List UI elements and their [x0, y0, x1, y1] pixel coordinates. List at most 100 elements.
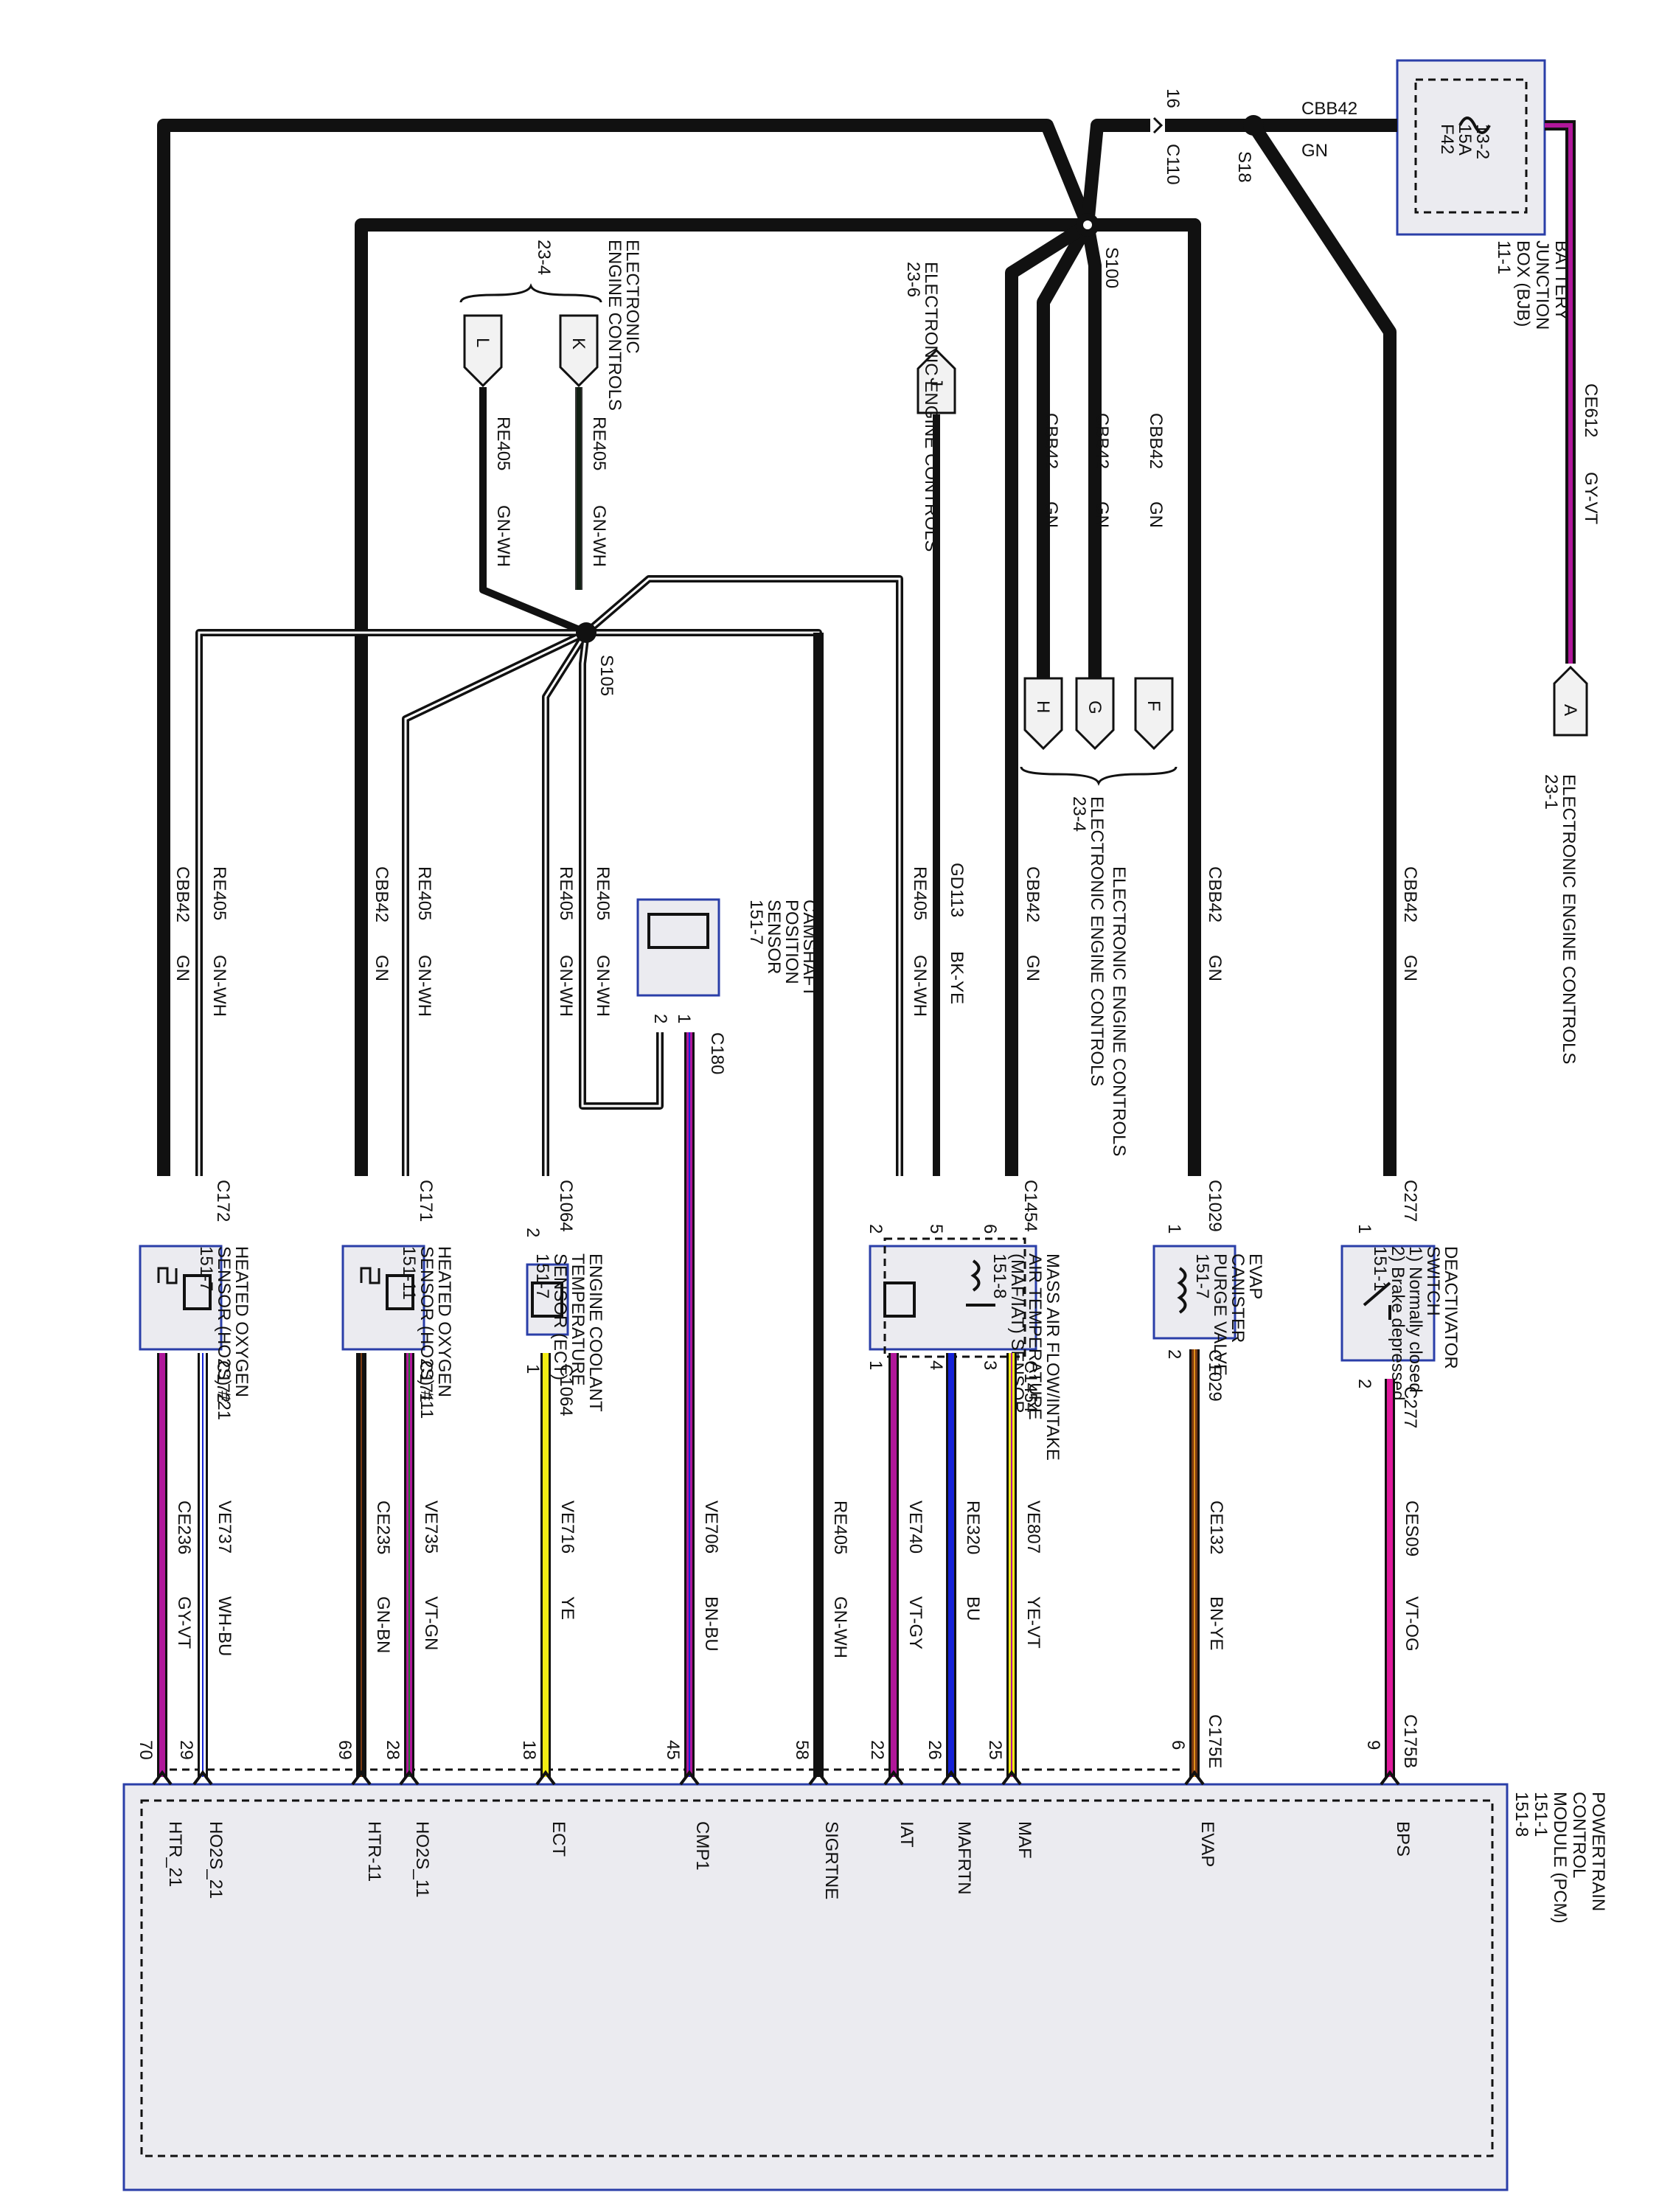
pcm-signal-maf: MAF [1015, 1821, 1034, 1859]
svg-text:151-7: 151-7 [196, 1246, 216, 1291]
c1454-pin6: 6 [980, 1224, 1000, 1234]
fgh-ref: ELECTRONIC ENGINE CONTROLS 23-4 [1069, 796, 1107, 1086]
maf-thermistor-icon [883, 1281, 916, 1318]
svg-text:HEATED OXYGEN: HEATED OXYGEN [232, 1246, 251, 1397]
svg-text:15A: 15A [1455, 124, 1475, 156]
svg-text:1) Normally closed: 1) Normally closed [1405, 1246, 1425, 1393]
c175e-label: C175E [1205, 1714, 1225, 1768]
svg-text:151-7: 151-7 [1192, 1253, 1212, 1298]
c277-top-label: C277 [1400, 1180, 1420, 1222]
c180-label: C180 [707, 1032, 727, 1074]
pcm-pin-arrow-icon [351, 1770, 372, 1786]
wire-htr-11-color: GN-BN [373, 1596, 393, 1653]
c277-pin1: 1 [1354, 1224, 1374, 1234]
svg-text:ELECTRONIC ENGINE CONTROLS: ELECTRONIC ENGINE CONTROLS [1087, 796, 1107, 1086]
s105-branches [195, 575, 903, 1176]
pcm-pin-arrow-icon [535, 1770, 556, 1786]
wire-maf-rtn-color: GN-WH [910, 955, 930, 1017]
svg-text:23-1: 23-1 [1541, 774, 1561, 810]
svg-text:GY-VT: GY-VT [1581, 472, 1601, 524]
wire-evap-feed-circuit: CBB42 [1205, 866, 1225, 922]
svg-text:SENSOR (HO2S) #11: SENSOR (HO2S) #11 [417, 1246, 437, 1419]
maf-coil-icon [966, 1259, 995, 1307]
svg-text:ELECTRONIC ENGINE CONTROLS: ELECTRONIC ENGINE CONTROLS [1559, 774, 1579, 1064]
wire-ect-rtn-color: GN-WH [556, 955, 576, 1017]
top-wire-color: GN [1301, 141, 1328, 161]
c1454-pin3: 3 [980, 1360, 1000, 1370]
svg-text:F42: F42 [1437, 124, 1457, 154]
connector-a-letter: A [1560, 704, 1580, 716]
ho2s21-box [139, 1245, 223, 1351]
wire-re405-l [479, 387, 588, 636]
pcm-pin-45: 45 [663, 1740, 683, 1760]
svg-text:23-4: 23-4 [1069, 796, 1089, 832]
top-wire-circuit: CBB42 [1301, 99, 1357, 119]
pcm-signal-ho2s_21: HO2S_21 [206, 1821, 226, 1899]
wire-bps-feed-color: GN [1400, 955, 1420, 981]
wire-htr_21-circuit: CE236 [174, 1500, 194, 1554]
pcm-pin-70: 70 [136, 1740, 156, 1760]
wire-h-color: GN [1041, 501, 1061, 528]
pcm-inner-dashed [140, 1799, 1494, 2157]
connector-g-icon [1075, 677, 1115, 751]
s18-label: S18 [1234, 151, 1254, 183]
wire-cmp-rtn-circuit: RE405 [593, 866, 613, 920]
c277-pin2: 2 [1354, 1379, 1374, 1388]
evap-valve-box [1152, 1245, 1237, 1340]
svg-text:151-8: 151-8 [990, 1253, 1009, 1298]
wire-maf-feed-circuit: CBB42 [1023, 866, 1043, 922]
wire-bps-circuit: CES09 [1402, 1500, 1422, 1557]
connector-g-letter: G [1085, 700, 1105, 714]
wire-mafrtn-circuit: RE320 [963, 1500, 983, 1554]
wire-ho2s11-feed-circuit: CBB42 [372, 866, 392, 922]
wire-ho2s_21-color: WH-BU [215, 1596, 234, 1656]
ect-sensor-label: ENGINE COOLANT TEMPERATURE SENSOR (ECT) … [532, 1253, 605, 1412]
wire-gd113-circuit: GD113 [947, 863, 967, 917]
wire-maf-color: YE-VT [1023, 1596, 1043, 1649]
svg-text:JUNCTION: JUNCTION [1532, 240, 1552, 330]
svg-text:151-8: 151-8 [1512, 1792, 1531, 1837]
kl-ref: ELECTRONIC ENGINE CONTROLS [605, 240, 642, 411]
s105-label: S105 [597, 655, 616, 696]
wire-ho2s11-feed-color: GN [372, 955, 392, 981]
ect-thermistor-icon [531, 1281, 563, 1318]
svg-text:AIR TEMPERATURE: AIR TEMPERATURE [1025, 1253, 1045, 1420]
cmp-sensor-element-icon [647, 913, 709, 949]
splice-s105 [576, 622, 597, 643]
ho2s21-element-icon [183, 1274, 212, 1310]
brace-kl-icon [459, 283, 602, 303]
wire-top-loop [157, 119, 1094, 1176]
pcm-pin-9: 9 [1363, 1740, 1383, 1750]
pcm-box [122, 1783, 1509, 2191]
wire-ect-rtn-circuit: RE405 [556, 866, 576, 920]
wire-s100-h [1037, 221, 1093, 678]
connector-f-letter: F [1144, 700, 1164, 712]
pcm-pin-22: 22 [867, 1740, 887, 1760]
wire-l-circuit: RE405 [493, 417, 513, 470]
wire-evap-circuit: CE132 [1206, 1500, 1226, 1554]
connector-h-letter: H [1033, 700, 1053, 713]
wire-ect-circuit: VE716 [557, 1500, 577, 1554]
wire-ho2s_11-circuit: VE735 [421, 1500, 441, 1554]
pcm-pin-25: 25 [985, 1740, 1005, 1760]
wire-ect-color: YE [557, 1596, 577, 1620]
wire-ce612-stripe [1545, 123, 1573, 664]
c172-bottom-label: C172 [213, 1360, 233, 1402]
svg-text:PURGE VALVE: PURGE VALVE [1210, 1253, 1230, 1376]
svg-text:2) Brake depressed: 2) Brake depressed [1388, 1246, 1408, 1400]
svg-text:POSITION: POSITION [782, 900, 801, 984]
bjb-label: BATTERY JUNCTION BOX (BJB) 11-1 [1494, 240, 1571, 330]
pcm-signal-bps: BPS [1393, 1821, 1413, 1857]
pcm-pin-58: 58 [792, 1740, 812, 1760]
pcm-pin-arrow-icon [1380, 1770, 1400, 1786]
svg-text:SENSOR: SENSOR [764, 900, 784, 974]
pcm-pin-arrow-icon [152, 1770, 173, 1786]
c1454-top-label: C1454 [1020, 1180, 1040, 1232]
wire-ho2s21-feed-circuit: CBB42 [173, 866, 192, 922]
wire-iat-color: VT-GY [905, 1596, 925, 1649]
wire-sigrtne-color: GN-WH [830, 1596, 850, 1658]
wire-k-color: GN-WH [589, 505, 609, 567]
wire-gd113-color: BK-YE [947, 951, 967, 1004]
wire-f-color: GN [1146, 501, 1166, 528]
svg-text:ENGINE COOLANT: ENGINE COOLANT [585, 1253, 605, 1412]
